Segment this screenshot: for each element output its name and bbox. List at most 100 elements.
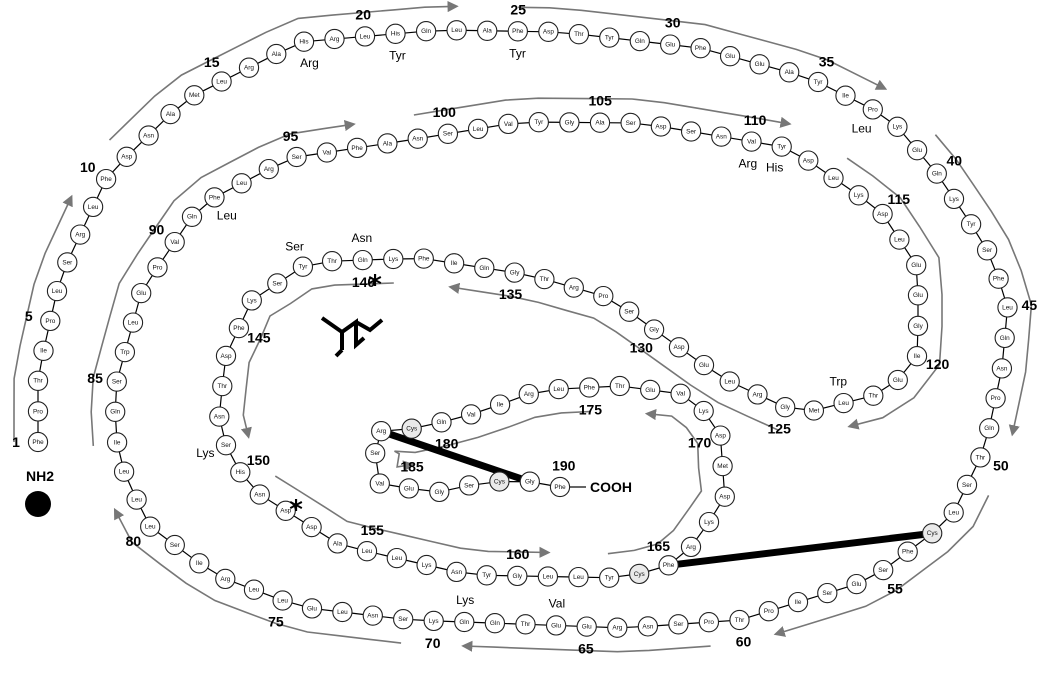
residue-label: Arg	[75, 232, 85, 239]
residue-label: Ser	[112, 379, 123, 386]
position-number: 165	[647, 538, 671, 554]
residue: Ile	[189, 553, 210, 574]
position-number: 125	[768, 420, 792, 436]
residue-label: Leu	[838, 400, 849, 407]
position-number: 45	[1022, 297, 1038, 313]
residue: Phe	[27, 431, 49, 453]
residue-label: Leu	[948, 509, 959, 516]
variant-label: His	[766, 161, 783, 175]
residue: Leu	[833, 392, 854, 414]
variant-label: Arg	[739, 156, 758, 170]
residue-label: Gly	[649, 326, 659, 333]
residue-label: Gly	[565, 119, 575, 126]
residue: Pro	[27, 401, 49, 422]
residue-label: Asp	[673, 344, 684, 351]
position-number: 135	[499, 286, 523, 302]
position-number: 95	[283, 128, 299, 144]
residue: Tyr	[599, 27, 620, 48]
residue-label: Leu	[88, 204, 99, 211]
residue-label: Leu	[1002, 304, 1013, 311]
residue: Lys	[383, 248, 404, 270]
residue-label: Ile	[842, 93, 849, 100]
residue-label: Lys	[422, 562, 432, 569]
residue-label: Thr	[574, 31, 584, 38]
residue: Gln	[994, 327, 1015, 349]
residue-label: Ala	[333, 540, 343, 547]
residue-label: Ser	[624, 309, 635, 316]
residue-chain: PheProThrIleProLeuSerArgLeuPheAspAsnAlaM…	[27, 20, 1018, 638]
residue: Ser	[620, 112, 641, 134]
residue-label: Phe	[663, 562, 675, 569]
residue-label: Ile	[497, 402, 504, 409]
position-number: 55	[887, 581, 903, 597]
residue: Glu	[301, 598, 323, 619]
residue-label: Tyr	[967, 221, 977, 228]
direction-arrow	[773, 495, 990, 637]
residue-label: Ala	[483, 28, 493, 35]
residue-label: Tyr	[298, 264, 308, 271]
residue-label: Ser	[62, 259, 73, 266]
residue-label: Tyr	[605, 35, 615, 42]
residue-label: His	[299, 39, 308, 46]
residue: Ser	[976, 240, 998, 261]
variant-label: Lys	[456, 593, 474, 607]
residue: Thr	[534, 268, 555, 290]
residue-label: Leu	[451, 27, 462, 34]
position-number: 180	[435, 436, 459, 452]
residue-label: Pro	[704, 619, 714, 626]
residue: Thr	[321, 251, 343, 272]
residue: Glu	[907, 285, 929, 306]
residue: Gln	[474, 257, 495, 279]
position-number: 105	[589, 93, 613, 109]
residue-label: His	[236, 469, 245, 476]
residue-label: Gly	[435, 489, 445, 496]
residue-label: Tyr	[605, 575, 615, 582]
residue: Asp	[650, 116, 672, 137]
position-number: 185	[400, 459, 424, 475]
residue-label: Val	[504, 121, 513, 128]
residue: Met	[184, 85, 205, 106]
residue-label: Ile	[196, 560, 203, 567]
residue-label: Leu	[894, 237, 905, 244]
residue: Glu	[906, 255, 927, 276]
residue: Ala	[160, 103, 181, 125]
residue: Gln	[979, 418, 1000, 439]
residue: Ser	[286, 146, 307, 168]
residue: Ser	[619, 301, 640, 322]
residue-label: Pro	[33, 408, 43, 415]
direction-arrow	[934, 134, 1033, 437]
residue-label: Glu	[699, 362, 709, 369]
residue: Leu	[719, 371, 740, 392]
residue: Ile	[835, 85, 856, 106]
residue: Glu	[887, 369, 908, 391]
residue-label: Pro	[868, 106, 878, 113]
residue: Arg	[258, 158, 279, 180]
residue-label: Asp	[220, 353, 231, 360]
variant-label: Tyr	[389, 49, 406, 63]
residue: Phe	[988, 268, 1009, 289]
residue-label: Ser	[822, 590, 833, 597]
position-number: 1	[12, 434, 20, 450]
position-number: 175	[579, 402, 603, 418]
residue-label: Lys	[949, 196, 959, 203]
residue-label: Gln	[490, 620, 500, 627]
residue-label: Thr	[735, 617, 745, 624]
residue-label: Val	[467, 411, 476, 418]
residue-label: Asn	[642, 623, 653, 630]
residue: Glu	[719, 46, 741, 67]
residue: Lys	[423, 610, 444, 632]
residue-label: Thr	[218, 383, 228, 390]
residue: Thr	[729, 609, 750, 631]
residue-label: Ser	[686, 128, 697, 135]
position-number: 75	[268, 613, 284, 629]
residue: Asn	[209, 406, 230, 427]
residue-label: Leu	[573, 574, 584, 581]
residue: Ser	[817, 582, 838, 604]
residue-label: Ser	[398, 616, 409, 623]
direction-arrow	[448, 282, 780, 432]
position-number: 50	[993, 457, 1009, 473]
residue: Thr	[863, 385, 884, 406]
direction-arrow	[90, 119, 356, 446]
residue: Ala	[779, 62, 800, 83]
